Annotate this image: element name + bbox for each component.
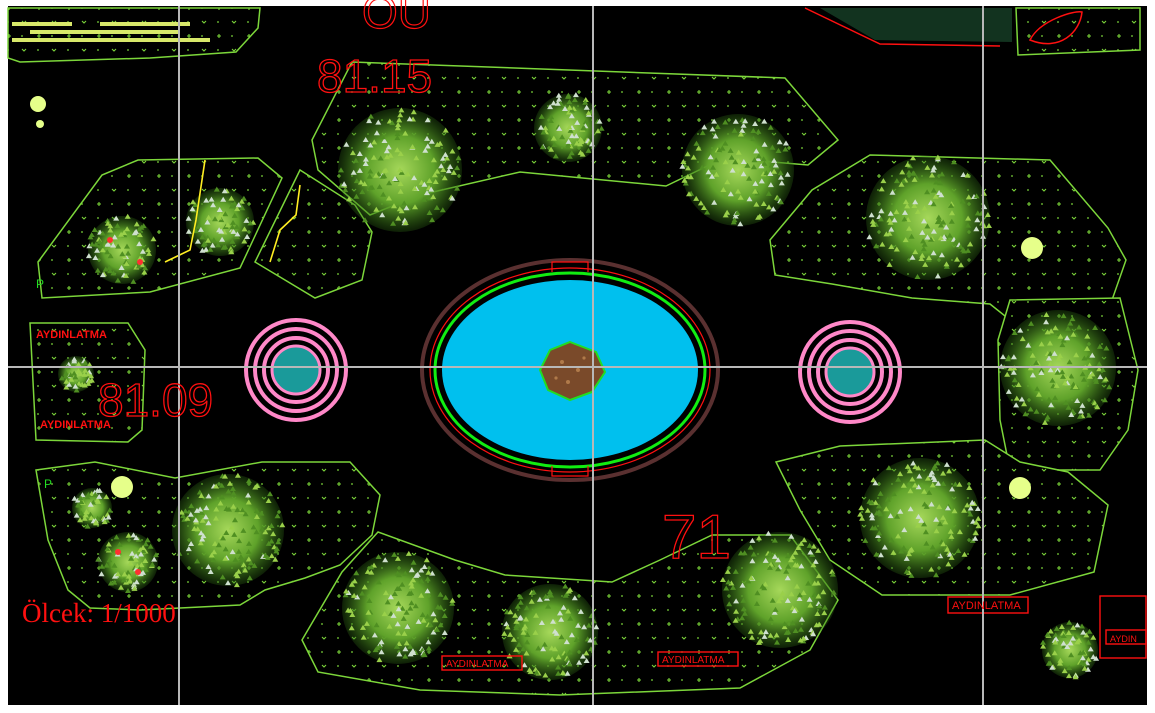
lamp-icon: [1009, 477, 1031, 499]
pool-outer-edge: [420, 258, 720, 482]
pool-rim: [433, 271, 707, 469]
central-pool: [420, 258, 720, 482]
tree-symbol-icon: [501, 583, 600, 680]
tree-symbol-icon: [1040, 619, 1100, 680]
lighting-label-partial: AYDIN: [1110, 634, 1137, 644]
yellow-path-left: [164, 159, 206, 263]
concentric-ring-planter-icon: [270, 344, 322, 396]
tree-symbol-icon: [719, 530, 838, 648]
tree-symbol-icon: [534, 92, 605, 162]
lighting-label-left-top: AYDINLATMA: [36, 329, 107, 341]
pool-steps-top: [551, 261, 589, 272]
tree-symbol-icon: [95, 532, 159, 593]
lighting-label-left-bottom: AYDINLATMA: [40, 419, 111, 431]
tree-symbol-icon: [172, 472, 286, 588]
fountain-texture: [554, 356, 586, 384]
trees: [58, 92, 1116, 680]
tree-symbol-icon: [342, 550, 456, 664]
flower-mark: [115, 549, 121, 555]
mark-p-upper: P: [36, 277, 44, 291]
tree-symbol-icon: [857, 458, 982, 578]
top-left-text-block: [12, 22, 210, 42]
lighting-label-right: AYDINLATMA: [952, 600, 1021, 612]
lamps: [30, 96, 1043, 499]
tree-symbol-icon: [679, 114, 794, 227]
bed-top-right-corner: [1015, 7, 1141, 56]
flower-mark: [107, 237, 113, 243]
lighting-label-bottom-right: AYDINLATMA: [662, 655, 725, 666]
tree-symbol-icon: [185, 186, 257, 256]
lamp-icon: [1021, 237, 1043, 259]
tree-symbol-icon: [71, 487, 113, 529]
flower-mark: [137, 259, 143, 265]
yellow-path-strip: [269, 184, 301, 263]
mark-p-lower: P: [44, 477, 52, 491]
lamp-icon: [30, 96, 46, 112]
elevation-label-top: 81.15: [317, 50, 432, 102]
lamp-icon: [111, 476, 133, 498]
fountain-center-icon: [538, 340, 607, 402]
pool-steps-bottom: [551, 466, 589, 477]
tree-symbol-icon: [866, 154, 992, 280]
elevation-label-bottom: 71: [662, 503, 731, 572]
curve-red-top-right: [1028, 11, 1083, 45]
scale-label: Ölcek: 1/1000: [22, 598, 176, 628]
axis-lines: [8, 6, 1147, 705]
tree-symbol-icon: [85, 213, 157, 284]
concentric-ring-planter-left: [244, 318, 348, 422]
elevation-label-left: 81.09: [98, 374, 213, 426]
building-edge-top: [820, 8, 1012, 42]
boundary-line-red: [804, 7, 1001, 47]
lamp-icon: [36, 120, 44, 128]
lighting-label-bottom-left: AYDINLATMA: [446, 659, 509, 670]
bed-top-left-corner: [7, 7, 261, 63]
pool-red-ring: [429, 267, 711, 473]
partial-label-top: OU: [362, 0, 431, 38]
concentric-ring-planter-right: [798, 320, 902, 424]
tree-symbol-icon: [338, 107, 462, 232]
lighting-boxes: [441, 595, 1147, 671]
flower-mark: [135, 569, 141, 575]
